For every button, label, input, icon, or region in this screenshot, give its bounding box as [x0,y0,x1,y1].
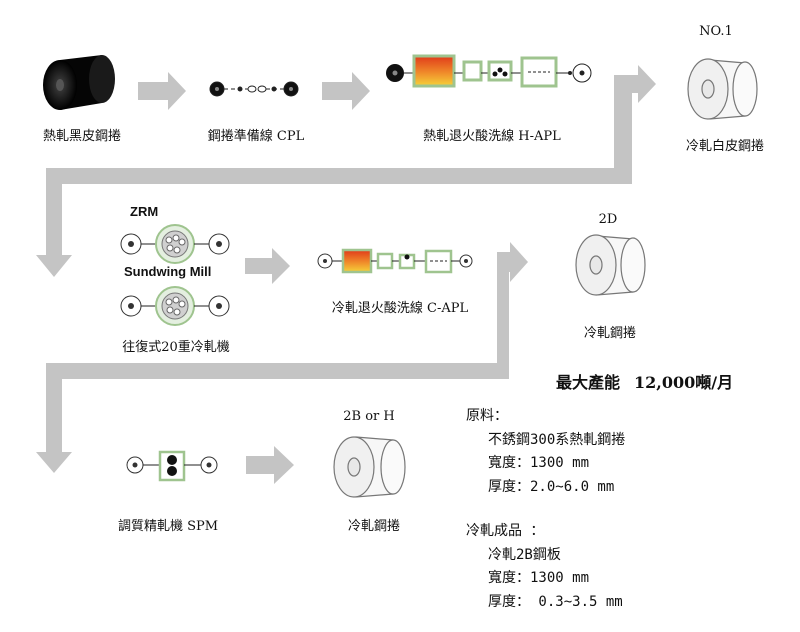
label-hapl: 熱軋退火酸洗線 H-APL [423,129,561,144]
label-2b-or-h: 2B or H [343,409,395,424]
label-cold-coil-2d: 冷軋鋼捲 [583,326,637,341]
cold-white-coil-icon [687,58,758,120]
cold-coil-2b-icon [333,436,406,498]
arrow-6 [246,446,294,484]
capacity-value: 12,000噸/月 [634,373,734,392]
hot-rolled-coil-icon [43,55,115,110]
spm-icon [126,450,218,482]
product-grade: 冷軋2B鋼板 [488,546,561,563]
arrow-2 [322,72,370,110]
label-2d: 2D [598,212,618,227]
label-cold-coil-2b: 冷軋鋼捲 [347,519,401,534]
flow-arrows [36,65,656,484]
cpl-line-icon [209,81,299,97]
product-title: 冷軋成品 ： [466,523,545,539]
arrow-5-return [36,242,528,473]
arrow-3-return [36,65,656,277]
label-cold-white-coil: 冷軋白皮鋼捲 [685,139,765,154]
sundwing-mill-icon [120,286,230,326]
label-sundwing: Sundwing Mill [124,264,212,279]
product-thickness: 厚度： 0.3~3.5 mm [488,593,623,610]
cold-coil-2d-icon [575,234,646,296]
arrow-4 [245,248,290,284]
zrm-mill-icon [120,224,230,264]
label-cpl: 鋼捲準備線 CPL [207,129,305,144]
label-spm: 調質精軋機 SPM [117,519,219,534]
arrow-1 [138,72,186,110]
capl-line-icon [317,248,473,274]
raw-material-width: 寬度：1300 mm [488,455,590,471]
capacity-label: 最大產能 [556,373,621,392]
label-no1: NO.1 [699,24,733,39]
product-block: 冷軋成品 ： 冷軋2B鋼板 寬度：1300 mm 厚度： 0.3~3.5 mm [466,520,623,614]
label-hot-rolled-coil: 熱軋黑皮鋼捲 [42,129,122,144]
raw-material-grade: 不銹鋼300系熱軋鋼捲 [488,431,626,448]
label-zrm: ZRM [130,204,159,219]
label-20-high-mill: 往復式20重冷軋機 [122,340,230,355]
hapl-line-icon [386,54,592,88]
raw-material-thickness: 厚度：2.0~6.0 mm [488,478,615,495]
raw-material-title: 原料： [466,408,508,424]
label-capl: 冷軋退火酸洗線 C-APL [331,301,469,316]
product-width: 寬度：1300 mm [488,570,590,586]
raw-material-block: 原料： 不銹鋼300系熱軋鋼捲 寬度：1300 mm 厚度：2.0~6.0 mm [466,405,625,499]
capacity-line: 最大產能 12,000噸/月 [556,369,733,393]
